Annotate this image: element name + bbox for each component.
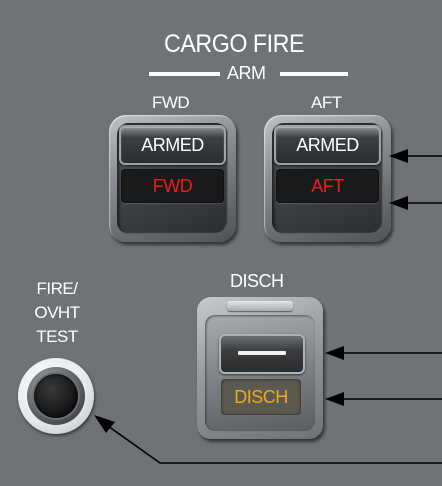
arrow-aft-warning xyxy=(389,196,408,210)
arrow-test-switch xyxy=(94,415,115,433)
panel-title: CARGO FIRE xyxy=(164,30,305,58)
arm-rule-right xyxy=(280,72,348,76)
fwd-armed-light[interactable]: ARMED xyxy=(119,125,226,165)
test-switch-bezel xyxy=(27,367,85,425)
fire-ovht-test-switch[interactable] xyxy=(18,358,94,434)
arm-rule-left xyxy=(149,72,220,76)
arrow-disch-light xyxy=(325,392,344,406)
fire-ovht-test-label: FIRE/ OVHT TEST xyxy=(34,279,80,346)
fwd-arm-switch[interactable]: ARMED FWD xyxy=(109,115,236,242)
fwd-label: FWD xyxy=(152,93,190,112)
disch-switch-guard[interactable]: DISCH xyxy=(197,297,323,439)
arrow-aft-armed xyxy=(389,149,408,163)
aft-arm-switch[interactable]: ARMED AFT xyxy=(264,115,391,242)
aft-label: AFT xyxy=(311,93,342,112)
disch-label: DISCH xyxy=(230,271,284,291)
aft-warning-light: AFT xyxy=(276,169,379,203)
disch-switch-button[interactable] xyxy=(219,334,305,374)
disch-indicator-bar xyxy=(238,351,286,355)
guard-hinge xyxy=(227,301,293,311)
disch-light: DISCH xyxy=(221,379,301,415)
aft-armed-light[interactable]: ARMED xyxy=(274,125,381,165)
arrow-disch-switch xyxy=(325,346,344,360)
arm-label: ARM xyxy=(227,63,266,83)
test-button[interactable] xyxy=(34,374,78,418)
callout-line-test-switch xyxy=(107,425,442,464)
fwd-warning-light: FWD xyxy=(121,169,224,203)
